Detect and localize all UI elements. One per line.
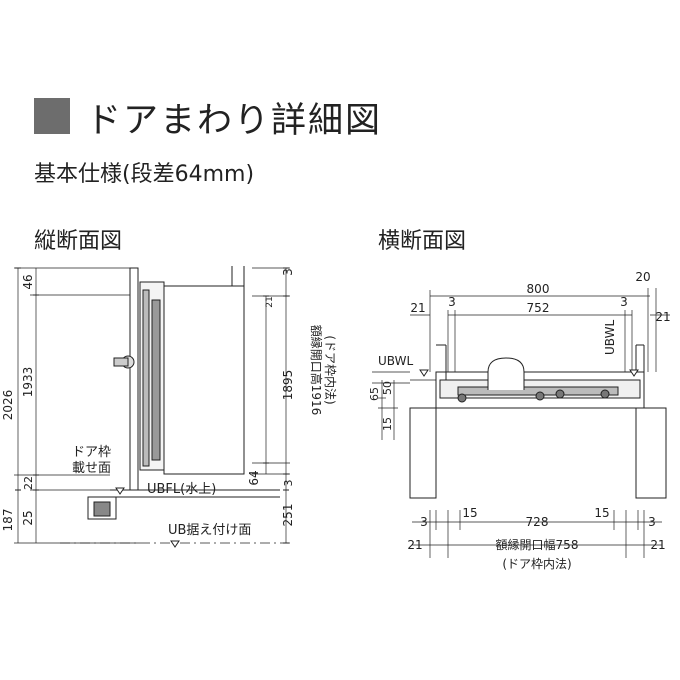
dim-752: 752: [527, 301, 550, 315]
dim-15-bottom-right: 15: [594, 506, 609, 520]
dim-800: 800: [527, 282, 550, 296]
door-frame-label-1: ドア枠: [72, 445, 111, 460]
dim-22: 22: [22, 476, 35, 490]
opening-height-label: 額縁開口高1916: [309, 325, 324, 416]
dim-46: 46: [21, 274, 35, 289]
dim-65: 65: [368, 387, 381, 401]
dim-1895: 1895: [281, 370, 295, 401]
dim-25: 25: [21, 510, 35, 525]
horizontal-section-heading: 横断面図: [378, 229, 467, 254]
page-subtitle: 基本仕様(段差64mm): [34, 162, 255, 187]
dim-21-top-left: 21: [410, 301, 425, 315]
dim-728: 728: [526, 515, 549, 529]
title-square-icon: [34, 98, 70, 134]
dim-21-bottom-right: 21: [650, 538, 665, 552]
dim-3-bottom-left: 3: [420, 515, 428, 529]
horizontal-section-drawing: [372, 288, 670, 558]
vertical-section-heading: 縦断面図: [34, 229, 123, 254]
dim-3-bottom-right: 3: [648, 515, 656, 529]
dim-3-top: 3: [281, 268, 295, 276]
dim-3-bottom: 3: [282, 480, 295, 487]
door-frame-label-2: 載せ面: [72, 461, 111, 476]
ubwl-left-label: UBWL: [378, 354, 413, 368]
ub-mount-label: UB据え付け面: [168, 523, 251, 538]
dim-15-bottom-left: 15: [462, 506, 477, 520]
dim-64: 64: [247, 470, 261, 485]
dim-187: 187: [1, 509, 15, 532]
dim-21: 21: [265, 296, 275, 307]
dim-21-bottom-left: 21: [407, 538, 422, 552]
opening-width-note: (ドア枠内法): [502, 557, 571, 571]
dim-3-top-left: 3: [448, 295, 456, 309]
dim-20: 20: [635, 270, 650, 284]
ubfl-label: UBFL(水上): [147, 482, 216, 497]
dim-15-left: 15: [381, 417, 394, 431]
opening-height-note: (ドア枠内法): [323, 335, 337, 404]
dim-21-top-right: 21: [655, 310, 670, 324]
vertical-section-drawing: [14, 266, 290, 548]
page-title: ドアまわり詳細図: [86, 101, 383, 141]
dim-251: 251: [281, 504, 295, 527]
ubwl-right-label: UBWL: [603, 320, 617, 355]
dim-1933: 1933: [21, 367, 35, 398]
dim-50: 50: [381, 381, 394, 395]
opening-width-label: 額縁開口幅758: [496, 537, 579, 552]
dim-2026: 2026: [1, 390, 15, 421]
dim-3-top-right: 3: [620, 295, 628, 309]
